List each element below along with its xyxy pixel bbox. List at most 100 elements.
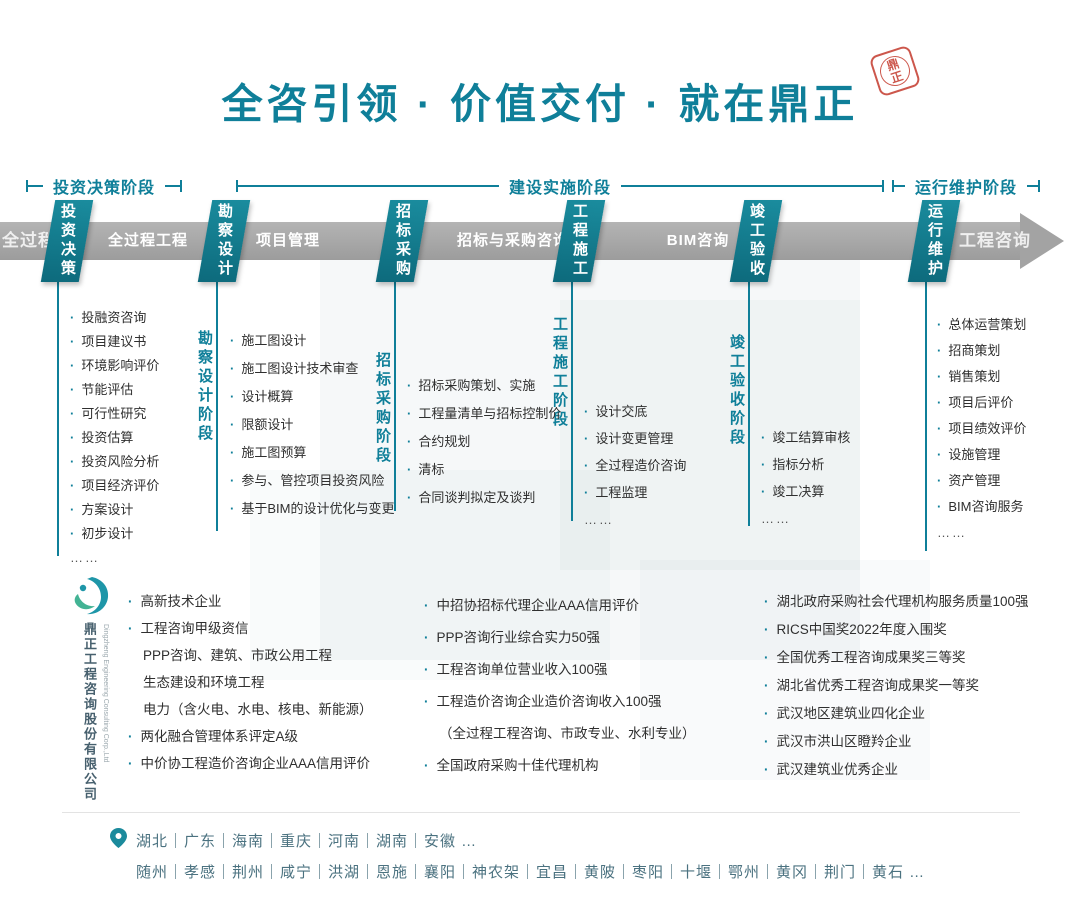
qualification-item: 武汉建筑业优秀企业 <box>764 756 1054 784</box>
service-item: 设计变更管理 <box>584 425 724 452</box>
locations-cities: 随州｜孝感｜荆州｜咸宁｜洪湖｜恩施｜襄阳｜神农架｜宜昌｜黄陂｜枣阳｜十堰｜鄂州｜… <box>136 864 926 881</box>
qualification-item: 高新技术企业 <box>128 588 418 615</box>
qualification-item: 全国优秀工程咨询成果奖三等奖 <box>764 644 1054 672</box>
qualification-item: 湖北政府采购社会代理机构服务质量100强 <box>764 588 1054 616</box>
service-item: 竣工结算审核 <box>761 424 896 451</box>
section-divider <box>62 812 1020 813</box>
service-item: 全过程造价咨询 <box>584 452 724 479</box>
service-item: 指标分析 <box>761 451 896 478</box>
banner-segment: 项目管理 <box>256 232 321 249</box>
service-item: 工程监理 <box>584 479 724 506</box>
company-logo-icon <box>70 574 114 623</box>
services-design: 施工图设计 施工图设计技术审查 设计概算 限额设计 施工图预算 参与、管控项目投… <box>230 327 398 523</box>
service-item: BIM咨询服务 <box>937 494 1067 520</box>
bracket-line <box>1027 185 1039 187</box>
column-line <box>57 281 59 556</box>
banner-segment: 全过程工程 <box>107 232 188 249</box>
phase-ribbon-acceptance: 竣工验收 <box>729 200 783 282</box>
process-arrow-head <box>1020 213 1064 269</box>
service-item: 施工图设计 <box>230 327 398 355</box>
qualifications-column-1: 高新技术企业 工程咨询甲级资信 PPP咨询、建筑、市政公用工程 生态建设和环境工… <box>128 588 418 777</box>
column-line <box>748 281 750 526</box>
service-item: 可行性研究 <box>70 402 220 426</box>
phase-ribbon-investment: 投资决策 <box>40 200 94 282</box>
service-item: 销售策划 <box>937 364 1067 390</box>
banner-left-text: 全过程工程咨询 <box>2 231 48 250</box>
qualification-item: 武汉地区建筑业四化企业 <box>764 700 1054 728</box>
service-item: 设施管理 <box>937 442 1067 468</box>
qualification-item: 两化融合管理体系评定A级 <box>128 723 418 750</box>
service-item: 清标 <box>407 456 567 484</box>
bracket-line <box>894 185 905 187</box>
service-item: 投资风险分析 <box>70 450 220 474</box>
phase-header-construction: 建设实施阶段 <box>236 176 885 197</box>
service-item: 施工图设计技术审查 <box>230 355 398 383</box>
service-item-ellipsis: …… <box>761 511 791 526</box>
company-name-english: Dingzheng Engineering Consulting Corp.,L… <box>102 624 109 763</box>
service-item: 项目建议书 <box>70 330 220 354</box>
bracket-line <box>621 185 883 187</box>
seal-text: 鼎正 <box>876 52 914 90</box>
service-item-ellipsis: …… <box>584 512 614 527</box>
bracket-tick <box>1038 180 1041 192</box>
service-item: 设计概算 <box>230 383 398 411</box>
phase-header-investment: 投资决策阶段 <box>26 176 183 197</box>
bracket-tick <box>180 180 183 192</box>
service-item: 基于BIM的设计优化与变更 <box>230 495 398 523</box>
process-arrow-bar <box>0 222 1022 260</box>
stage-label-acceptance: 竣工验收阶段 <box>728 334 745 448</box>
column-line <box>925 281 927 551</box>
qualification-item: PPP咨询行业综合实力50强 <box>424 622 724 654</box>
service-item: 合同谈判拟定及谈判 <box>407 484 567 512</box>
phase-ribbon-design: 勘察设计 <box>197 200 251 282</box>
qualifications-column-2: 中招协招标代理企业AAA信用评价 PPP咨询行业综合实力50强 工程咨询单位营业… <box>424 590 724 782</box>
bracket-line <box>238 185 499 187</box>
phase-label: 建设实施阶段 <box>509 180 612 197</box>
qualification-item: 武汉市洪山区瞪羚企业 <box>764 728 1054 756</box>
qualification-subitem: 电力（含火电、水电、核电、新能源） <box>143 702 373 717</box>
service-item: 投资估算 <box>70 426 220 450</box>
services-investment: 投融资咨询 项目建议书 环境影响评价 节能评估 可行性研究 投资估算 投资风险分… <box>70 306 220 570</box>
service-item: 项目经济评价 <box>70 474 220 498</box>
phase-label: 投资决策阶段 <box>53 180 156 197</box>
service-item-ellipsis: …… <box>70 550 100 565</box>
bracket-tick <box>236 180 238 192</box>
phase-ribbon-bidding: 招标采购 <box>375 200 429 282</box>
service-item: 参与、管控项目投资风险 <box>230 467 398 495</box>
phase-ribbon-construction: 工程施工 <box>552 200 606 282</box>
location-pin-icon <box>110 828 127 853</box>
service-item: 项目绩效评价 <box>937 416 1067 442</box>
service-item: 总体运营策划 <box>937 312 1067 338</box>
bracket-line <box>28 185 43 187</box>
banner-segment: 招标与采购咨询 <box>456 232 569 249</box>
qualification-item: 工程咨询单位营业收入100强 <box>424 654 724 686</box>
bracket-tick <box>26 180 28 192</box>
phase-header-operation: 运行维护阶段 <box>892 176 1041 197</box>
service-item: 工程量清单与招标控制价 <box>407 400 567 428</box>
service-item: 招标采购策划、实施 <box>407 372 567 400</box>
service-item: 节能评估 <box>70 378 220 402</box>
qualification-subitem: PPP咨询、建筑、市政公用工程 <box>143 648 333 663</box>
service-item: 合约规划 <box>407 428 567 456</box>
qualification-item: 工程造价咨询企业造价咨询收入100强 <box>424 686 724 718</box>
qualification-item: 中招协招标代理企业AAA信用评价 <box>424 590 724 622</box>
phase-ribbon-operation: 运行维护 <box>907 200 961 282</box>
qualifications-column-3: 湖北政府采购社会代理机构服务质量100强 RICS中国奖2022年度入围奖 全国… <box>764 588 1054 784</box>
services-construction: 设计交底 设计变更管理 全过程造价咨询 工程监理 …… <box>584 398 724 533</box>
bracket-tick <box>882 180 885 192</box>
qualification-item: 中价协工程造价咨询企业AAA信用评价 <box>128 750 418 777</box>
service-item: 初步设计 <box>70 522 220 546</box>
service-item: 限额设计 <box>230 411 398 439</box>
bracket-tick <box>892 180 894 192</box>
banner-right-text: 工程咨询 <box>959 231 1031 250</box>
bracket-line <box>165 185 181 187</box>
qualification-subitem: （全过程工程咨询、市政专业、水利专业） <box>439 726 696 741</box>
service-item: 投融资咨询 <box>70 306 220 330</box>
service-item-ellipsis: …… <box>937 525 967 540</box>
locations-provinces: 湖北｜广东｜海南｜重庆｜河南｜湖南｜安徽 … <box>136 833 478 850</box>
qualification-item: 湖北省优秀工程咨询成果奖一等奖 <box>764 672 1054 700</box>
column-line <box>571 281 573 521</box>
qualification-item: 全国政府采购十佳代理机构 <box>424 750 724 782</box>
qualification-item: 工程咨询甲级资信 <box>128 615 418 642</box>
